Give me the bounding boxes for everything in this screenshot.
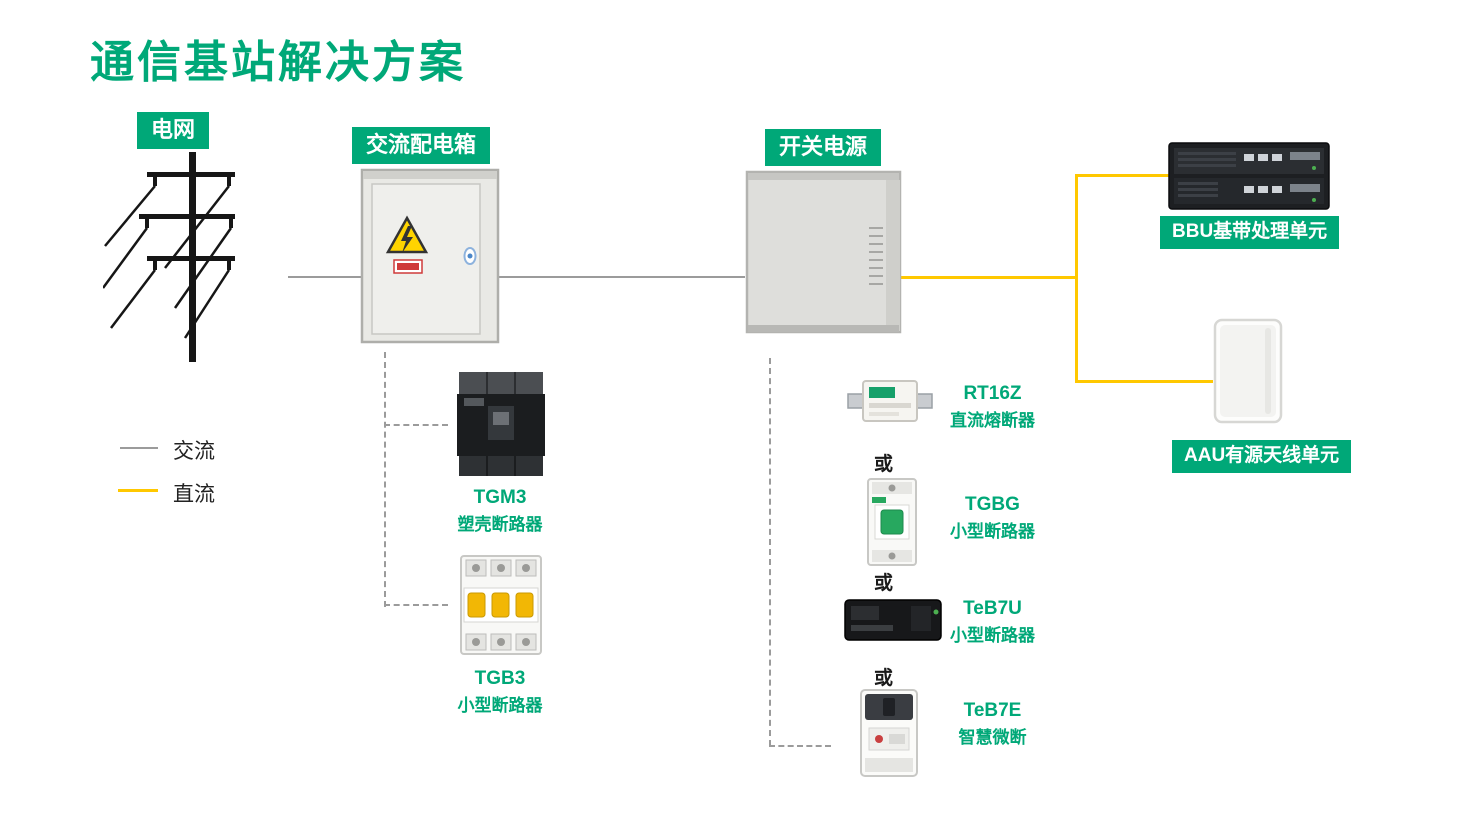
switching-power-label: 开关电源 [765,129,882,166]
dc-line-vertical [1075,174,1078,383]
or-connector-2: 或 [874,573,894,594]
aau-label: AAU有源天线单元 [1172,440,1352,473]
or-connector-1: 或 [874,454,894,475]
teb7u-desc: 小型断路器 [950,626,1035,645]
legend-dc-label: 直流 [173,483,215,506]
legend-ac-line [120,447,158,449]
switching-power-icon [745,170,902,334]
dashed-line-to-teb7e [769,745,831,747]
legend-dc-line [118,489,158,492]
dashed-line-to-tgb3 [384,604,448,606]
legend-ac-label: 交流 [173,440,215,463]
dc-line-horizontal [900,276,1078,279]
dashed-line-to-tgm3 [384,424,448,426]
dc-line-to-bbu [1075,174,1170,177]
switching-power-illustration [745,170,903,340]
tgm3-breaker-illustration [455,370,547,483]
bbu-rack-icon [1168,142,1330,210]
ac-distribution-box-icon [360,168,500,344]
rt16z-name: RT16Z [963,383,1022,404]
teb7e-breaker-illustration [857,688,921,783]
transmission-tower-illustration [101,150,237,370]
tgbg-breaker-illustration [864,477,920,572]
teb7e-breaker-icon [860,689,918,777]
transmission-tower-icon [101,152,237,362]
teb7e-name: TeB7E [963,700,1022,721]
page-title: 通信基站解决方案 [90,38,466,87]
tgb3-breaker-illustration [458,554,544,661]
tgm3-breaker-icon [457,372,545,476]
tgb3-desc: 小型断路器 [457,696,543,715]
aau-illustration [1213,318,1285,431]
tgbg-breaker-icon [867,478,917,566]
teb7u-name: TeB7U [963,598,1022,619]
dc-line-to-aau [1075,380,1213,383]
rt16z-fuse-illustration [846,372,934,435]
tgb3-name: TGB3 [474,668,526,689]
teb7u-breaker-icon [844,599,942,641]
bbu-label: BBU基带处理单元 [1160,216,1340,249]
rt16z-fuse-icon [847,380,933,422]
tgm3-desc: 塑壳断路器 [457,515,543,534]
tgb3-breaker-icon [460,555,542,655]
teb7u-breaker-illustration [843,592,943,652]
aau-panel-icon [1213,318,1283,424]
tgbg-name: TGBG [965,494,1020,515]
ac-distribution-box-label: 交流配电箱 [352,127,491,164]
power-products-dashed-line [769,358,771,746]
teb7e-desc: 智慧微断 [958,728,1027,747]
ac-box-products-dashed-line [384,352,386,607]
tgbg-desc: 小型断路器 [950,522,1035,541]
power-grid-label: 电网 [137,112,210,149]
ac-distribution-box-illustration [360,168,500,351]
tgm3-name: TGM3 [473,487,527,508]
or-connector-3: 或 [874,668,894,689]
bbu-illustration [1168,138,1330,221]
ac-power-line [288,276,745,278]
rt16z-desc: 直流熔断器 [950,411,1035,430]
